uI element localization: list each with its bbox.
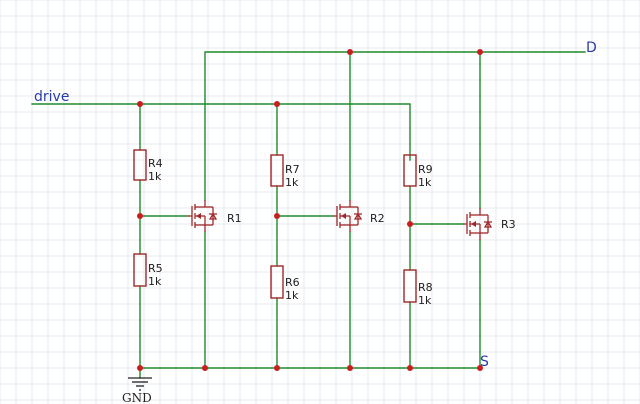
- junction-dot: [137, 213, 143, 219]
- r7-value: 1k: [285, 176, 299, 189]
- r9-value: 1k: [418, 176, 432, 189]
- junction-dot: [202, 365, 208, 371]
- resistor-r5[interactable]: R5 1k: [133, 253, 163, 288]
- r5-ref: R5: [148, 262, 163, 275]
- net-label-drain[interactable]: D: [586, 40, 597, 56]
- junction-dot: [274, 101, 280, 107]
- resistor-r8[interactable]: R8 1k: [403, 269, 433, 307]
- resistor-r4[interactable]: R4 1k: [133, 149, 163, 183]
- junction-dot: [347, 49, 353, 55]
- mosfet-q2[interactable]: R2: [333, 200, 385, 232]
- resistor-r7[interactable]: R7 1k: [270, 154, 300, 189]
- q2-ref: R2: [370, 212, 385, 225]
- junction-dot: [274, 365, 280, 371]
- q1-ref: R1: [227, 212, 242, 225]
- wires: [31, 51, 586, 379]
- r6-ref: R6: [285, 276, 300, 289]
- ground-icon[interactable]: [128, 377, 152, 391]
- junction-dot: [137, 101, 143, 107]
- r8-ref: R8: [418, 281, 433, 294]
- r4-ref: R4: [148, 157, 163, 170]
- net-label-ground: GND: [122, 391, 152, 404]
- junction-dot: [477, 365, 483, 371]
- net-label-source[interactable]: S: [480, 354, 489, 370]
- junctions: [137, 49, 483, 371]
- drain-wire[interactable]: [204, 51, 586, 201]
- resistor-r9[interactable]: R9 1k: [403, 154, 433, 189]
- r7-ref: R7: [285, 163, 300, 176]
- r5-value: 1k: [148, 275, 162, 288]
- junction-dot: [477, 49, 483, 55]
- r8-value: 1k: [418, 294, 432, 307]
- drive-wire[interactable]: [31, 103, 411, 161]
- mosfet-q1[interactable]: R1: [188, 200, 242, 232]
- junction-dot: [274, 213, 280, 219]
- mosfet-q3[interactable]: R3: [463, 208, 516, 240]
- q3-ref: R3: [501, 218, 516, 231]
- junction-dot: [407, 365, 413, 371]
- junction-dot: [137, 365, 143, 371]
- r4-value: 1k: [148, 170, 162, 183]
- junction-dot: [407, 221, 413, 227]
- resistor-r6[interactable]: R6 1k: [270, 265, 300, 302]
- net-label-drive[interactable]: drive: [34, 89, 69, 105]
- r6-value: 1k: [285, 289, 299, 302]
- junction-dot: [347, 365, 353, 371]
- r9-ref: R9: [418, 163, 433, 176]
